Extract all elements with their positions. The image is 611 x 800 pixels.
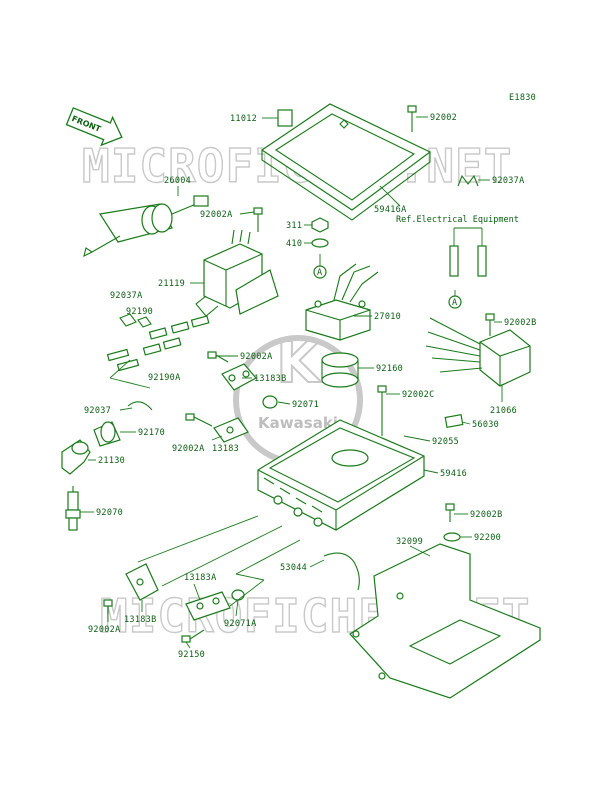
part-terminals-92190A xyxy=(106,348,140,372)
callout-92170: 92170 xyxy=(138,428,165,438)
callout-92037: 92037 xyxy=(84,406,111,416)
front-arrow-icon: FRONT xyxy=(65,107,123,147)
part-clamp-92037 xyxy=(127,401,153,411)
callout-92002A-2: 92002A xyxy=(240,352,273,362)
part-bolt-92002A-4 xyxy=(103,599,113,614)
connection-marker-A-2: A xyxy=(448,290,462,309)
part-clip-92037A-right xyxy=(457,174,479,187)
callout-92055: 92055 xyxy=(432,437,459,447)
callout-13183A: 13183A xyxy=(184,573,217,583)
callout-13183: 13183 xyxy=(212,444,239,454)
diagram-code: E1830 xyxy=(509,93,536,103)
connection-marker-A-1: A xyxy=(313,254,327,279)
part-regulator-21066 xyxy=(425,317,531,387)
part-bolt-92002B-lower xyxy=(445,503,455,522)
callout-92002A-4: 92002A xyxy=(88,625,121,635)
callout-92037A-left: 92037A xyxy=(110,291,143,301)
callout-13183B-upper: 13183B xyxy=(254,374,287,384)
svg-text:A: A xyxy=(452,298,457,308)
part-grommet-13183B-upper xyxy=(221,363,257,391)
callout-92037A-right: 92037A xyxy=(492,176,525,186)
part-coil-26004 xyxy=(83,195,209,258)
callout-21130: 21130 xyxy=(98,456,125,466)
callout-92190: 92190 xyxy=(126,307,153,317)
callout-92002C: 92002C xyxy=(402,390,435,400)
callout-11012: 11012 xyxy=(230,114,257,124)
part-clips-92037A-left xyxy=(119,313,152,328)
part-boot-92170 xyxy=(93,421,121,447)
part-label-56030 xyxy=(444,413,464,429)
part-bolt-92002B xyxy=(485,313,495,336)
svg-text:A: A xyxy=(317,268,322,278)
part-washer-92200 xyxy=(443,532,461,542)
part-bracket-32099 xyxy=(349,543,541,699)
callout-27010: 27010 xyxy=(374,312,401,322)
callout-labels: 11012 92002 92037A 26004 59416A 92002A 3… xyxy=(84,113,537,660)
callout-92160: 92160 xyxy=(376,364,403,374)
ref-electrical-note: Ref.Electrical Equipment xyxy=(396,215,519,225)
callout-92150: 92150 xyxy=(178,650,205,660)
part-bolt-92002A-1 xyxy=(253,207,263,232)
callout-92190A: 92190A xyxy=(148,373,181,383)
part-bolt-92002A-3 xyxy=(185,413,213,427)
callout-92071A: 92071A xyxy=(224,619,257,629)
callout-92070: 92070 xyxy=(96,508,123,518)
callout-59416: 59416 xyxy=(440,469,467,479)
callout-32099: 32099 xyxy=(396,537,423,547)
callout-410: 410 xyxy=(286,239,302,249)
callout-92200: 92200 xyxy=(474,533,501,543)
part-bolt-92002-top xyxy=(407,105,417,132)
callout-53044: 53044 xyxy=(280,563,307,573)
part-collar-92160 xyxy=(321,352,359,388)
part-plate-13183 xyxy=(213,417,249,443)
watermark-logo-text: Kawasaki xyxy=(258,414,338,432)
part-plug-cap-21130 xyxy=(61,439,91,475)
callout-311: 311 xyxy=(286,221,302,231)
callout-92002A-1: 92002A xyxy=(200,210,233,220)
assembly-lines xyxy=(109,359,301,607)
callout-92002B-lower: 92002B xyxy=(470,510,503,520)
part-caps-92190 xyxy=(142,315,210,356)
callout-13183B-lower: 13183B xyxy=(124,615,157,625)
callout-92002B: 92002B xyxy=(504,318,537,328)
watermark-logo-letter: K xyxy=(276,331,322,396)
part-plate-13183B-lower xyxy=(125,563,159,601)
part-bolt-92002A-2 xyxy=(207,351,229,363)
part-washer-410 xyxy=(311,238,329,248)
part-case-59416 xyxy=(257,419,425,531)
part-fuses-ref xyxy=(449,227,487,277)
part-plate-13183A xyxy=(185,591,231,621)
part-cover-59416A xyxy=(260,103,432,221)
part-tube-53044 xyxy=(323,552,360,591)
part-coil-assy-21119 xyxy=(195,229,279,317)
callout-92002-top: 92002 xyxy=(430,113,457,123)
part-spark-plug-92070 xyxy=(65,486,81,531)
leader-lines xyxy=(80,116,503,649)
part-grommet-92071A xyxy=(231,589,245,601)
part-nut-311 xyxy=(311,217,329,233)
part-relay-27010 xyxy=(305,263,379,341)
callout-26004: 26004 xyxy=(164,176,191,186)
callout-21066: 21066 xyxy=(490,406,517,416)
callout-21119: 21119 xyxy=(158,279,185,289)
callout-92071: 92071 xyxy=(292,400,319,410)
callout-56030: 56030 xyxy=(472,420,499,430)
part-grommet-92071 xyxy=(262,395,278,409)
callout-59416A: 59416A xyxy=(374,205,407,215)
callout-92002A-3: 92002A xyxy=(172,444,205,454)
part-bolt-92002C xyxy=(377,385,387,436)
